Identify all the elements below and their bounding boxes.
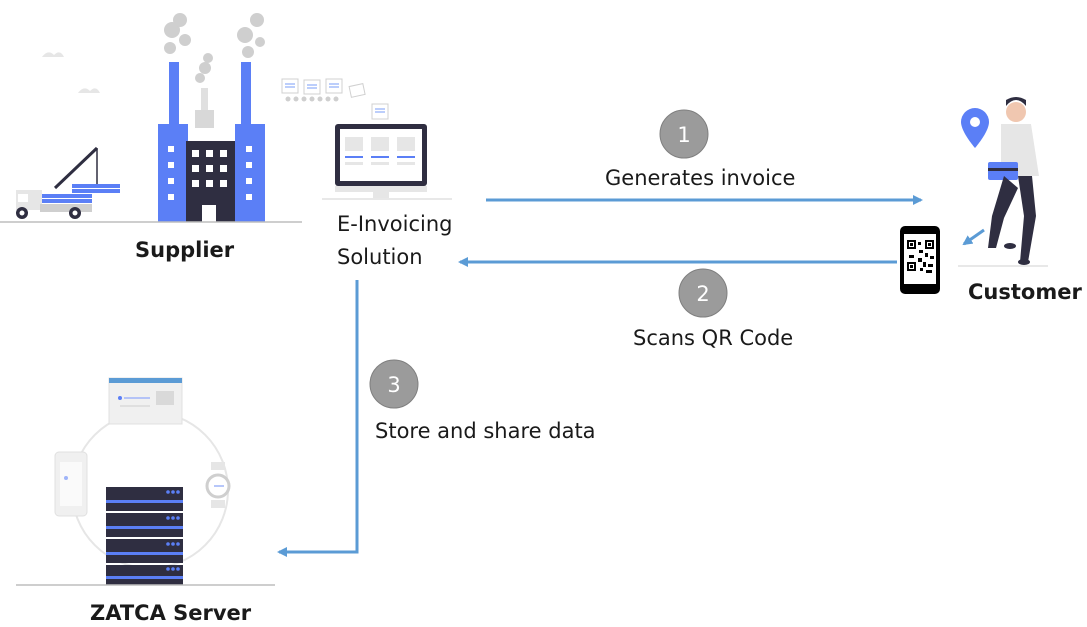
supplier-factory-illustration bbox=[0, 13, 302, 223]
step-number-2: 2 bbox=[696, 282, 709, 306]
customer-label: Customer bbox=[968, 280, 1082, 304]
step-badge-2: 2 bbox=[678, 268, 728, 318]
step-number-1: 1 bbox=[677, 123, 690, 147]
zatca-server-illustration bbox=[16, 377, 275, 586]
e-invoicing-monitor-illustration bbox=[281, 78, 452, 200]
zatca-server-label: ZATCA Server bbox=[90, 601, 252, 625]
smartphone-qr-illustration bbox=[900, 226, 940, 294]
step-badge-1: 1 bbox=[659, 109, 709, 159]
step-3-label: Store and share data bbox=[375, 419, 596, 443]
step-badge-3: 3 bbox=[369, 359, 419, 409]
arrow-store-and-share-data bbox=[277, 280, 359, 557]
e-invoicing-label-line1: E-Invoicing bbox=[337, 212, 453, 236]
supplier-label: Supplier bbox=[135, 238, 235, 262]
step-1-label: Generates invoice bbox=[605, 166, 796, 190]
step-2-label: Scans QR Code bbox=[633, 326, 794, 350]
step-number-3: 3 bbox=[387, 373, 400, 397]
e-invoicing-label-line2: Solution bbox=[337, 245, 423, 269]
customer-person-illustration bbox=[958, 97, 1048, 267]
